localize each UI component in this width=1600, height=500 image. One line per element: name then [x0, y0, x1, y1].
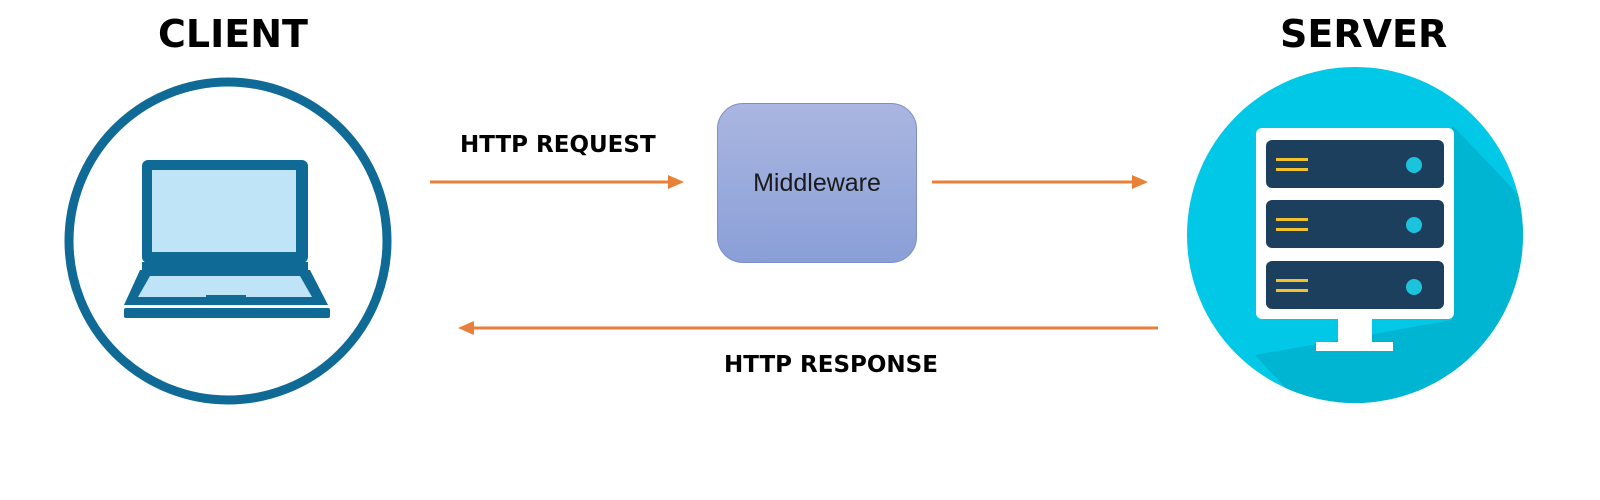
http-response-label: HTTP RESPONSE [724, 352, 938, 378]
client-node [64, 77, 392, 405]
laptop-icon [124, 160, 330, 318]
middleware-label: Middleware [753, 168, 881, 197]
server-unit-3 [1266, 261, 1444, 309]
server-node [1187, 67, 1523, 403]
request-arrow-middleware-to-server [932, 175, 1148, 189]
server-title: SERVER [1280, 12, 1448, 56]
server-unit-1 [1266, 140, 1444, 188]
response-arrow-server-to-client [458, 321, 1158, 335]
server-unit-2 [1266, 200, 1444, 248]
request-arrow-client-to-middleware [430, 175, 684, 189]
http-request-label: HTTP REQUEST [460, 132, 656, 158]
client-title: CLIENT [158, 12, 308, 56]
server-rack-icon [1256, 128, 1454, 351]
middleware-box: Middleware [717, 103, 917, 263]
